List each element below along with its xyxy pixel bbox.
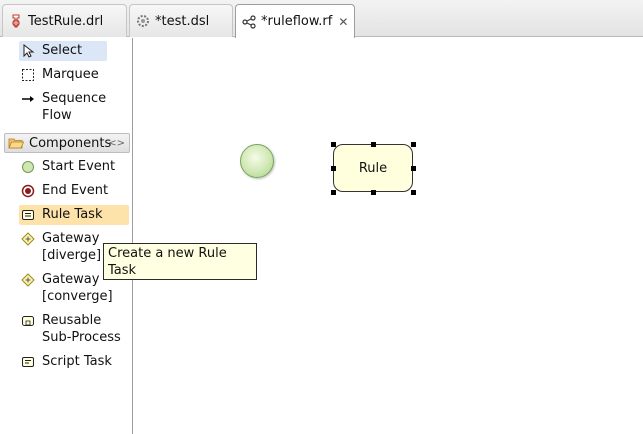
- tab-label: TestRule.drl: [28, 13, 104, 29]
- arrow-right-icon: [21, 92, 35, 106]
- palette-label: Gateway[converge]: [42, 272, 113, 304]
- editor-tab-bar: TestRule.drl *test.dsl *ruleflow.rf ✕: [0, 0, 643, 38]
- pin-icon[interactable]: <>: [108, 137, 125, 149]
- palette-label: Marquee: [42, 67, 99, 82]
- palette-tool-marquee[interactable]: Marquee: [19, 65, 101, 84]
- ruleflow-icon: [242, 14, 256, 29]
- rule-task-node[interactable]: Rule: [333, 144, 413, 192]
- selection-handle[interactable]: [411, 166, 416, 171]
- palette-start-event[interactable]: Start Event: [19, 157, 117, 176]
- palette-label: Gateway[diverge]: [42, 231, 102, 263]
- palette-label: Rule Task: [42, 207, 103, 222]
- selection-handle[interactable]: [371, 190, 376, 195]
- selection-handle[interactable]: [331, 166, 336, 171]
- components-drawer-header[interactable]: Components <>: [4, 133, 130, 153]
- start-event-icon: [21, 160, 35, 174]
- folder-open-icon: [8, 137, 25, 149]
- tab-label: *ruleflow.rf: [261, 14, 333, 29]
- palette-label: Start Event: [42, 159, 116, 174]
- end-event-icon: [21, 184, 35, 198]
- ruleflow-canvas[interactable]: Rule: [134, 38, 643, 434]
- palette-label: Select: [42, 43, 83, 58]
- palette-gateway-converge[interactable]: Gateway[converge]: [19, 270, 115, 306]
- close-icon[interactable]: ✕: [338, 14, 349, 29]
- tab-testrule-drl[interactable]: TestRule.drl: [2, 4, 127, 37]
- marquee-icon: [21, 68, 35, 82]
- palette-gateway-diverge[interactable]: Gateway[diverge]: [19, 229, 103, 265]
- rule-task-icon: [21, 208, 35, 222]
- start-event-node[interactable]: [240, 144, 274, 178]
- gateway-converge-icon: [21, 273, 35, 287]
- palette-end-event[interactable]: End Event: [19, 181, 110, 200]
- tooltip-line: Create a new Rule: [108, 246, 227, 261]
- rule-task-tooltip: Create a new Rule Task: [103, 243, 257, 280]
- selection-handle[interactable]: [411, 190, 416, 195]
- rule-task-node-label: Rule: [358, 160, 388, 176]
- selection-handle[interactable]: [411, 142, 416, 147]
- subprocess-icon: [21, 314, 35, 328]
- tooltip-line: Task: [108, 263, 137, 278]
- selection-handle[interactable]: [331, 190, 336, 195]
- dsl-gear-icon: [136, 14, 150, 28]
- tab-ruleflow-rf[interactable]: *ruleflow.rf ✕: [235, 4, 355, 38]
- palette-label: End Event: [42, 183, 109, 198]
- palette-label: Script Task: [42, 354, 112, 369]
- gateway-diverge-icon: [21, 232, 35, 246]
- arrow-pointer-icon: [21, 43, 35, 58]
- selection-handle[interactable]: [331, 142, 336, 147]
- selection-handle[interactable]: [371, 142, 376, 147]
- palette-rule-task[interactable]: Rule Task: [19, 205, 129, 225]
- tab-label: *test.dsl: [155, 13, 210, 29]
- tab-test-dsl[interactable]: *test.dsl: [129, 4, 233, 37]
- palette-script-task[interactable]: Script Task: [19, 352, 114, 371]
- drl-file-icon: [9, 14, 23, 28]
- drawer-label: Components: [29, 135, 112, 151]
- palette-tool-select[interactable]: Select: [19, 41, 107, 61]
- script-task-icon: [21, 355, 35, 369]
